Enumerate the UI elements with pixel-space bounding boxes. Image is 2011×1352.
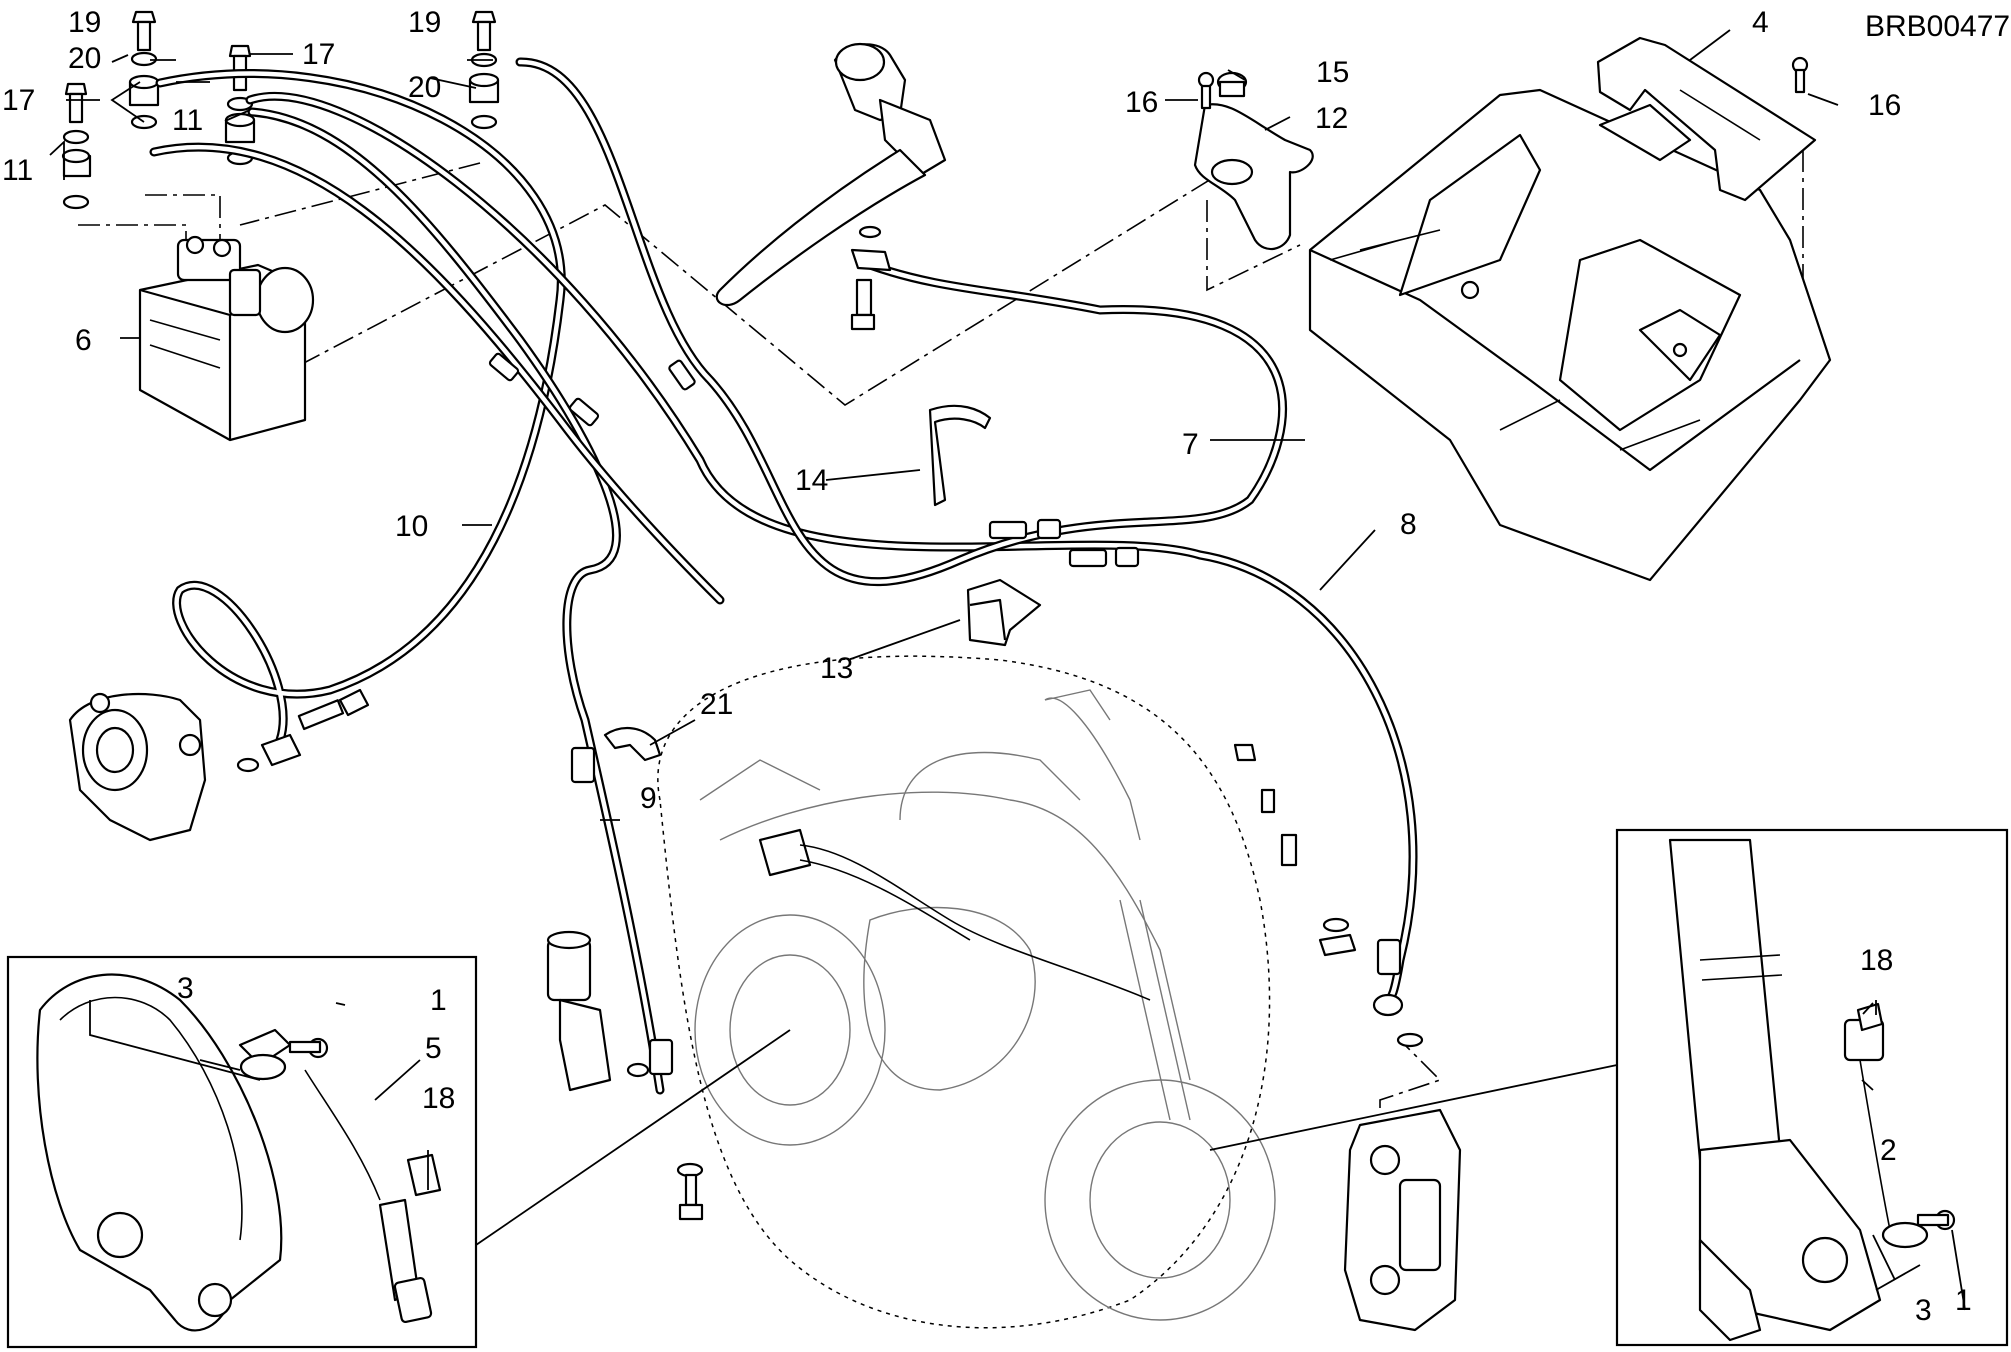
brake-reservoir-bracket: [1193, 71, 1314, 251]
callout-6: 6: [75, 324, 92, 357]
callout-10: 10: [395, 510, 428, 543]
callout-2: 2: [1880, 1134, 1897, 1167]
inset-link-front: [1209, 1064, 1618, 1151]
rear-sensor-detail: [36, 973, 442, 1332]
callout-15: 15: [1316, 56, 1349, 89]
callout-labels: BRB00477 1 1 2 3 3 4 5 6 7 8 9 10 11 11 …: [2, 6, 2010, 1327]
callout-1-front: 1: [1955, 1284, 1972, 1317]
callout-17-mid: 17: [302, 38, 335, 71]
callout-7: 7: [1182, 428, 1199, 461]
callout-18-front: 18: [1860, 944, 1893, 977]
abs-control-unit: [138, 235, 315, 442]
callout-18-rear: 18: [422, 1082, 455, 1115]
brake-hoses: [149, 57, 1418, 1095]
callout-20-left: 20: [68, 42, 101, 75]
rear-master-cylinder: [546, 930, 704, 1221]
diagram-code: BRB00477: [1865, 10, 2010, 43]
callout-11-mid: 11: [172, 104, 203, 137]
callout-3-front: 3: [1915, 1294, 1932, 1327]
callout-17-left: 17: [2, 84, 35, 117]
callout-19-left: 19: [68, 6, 101, 39]
callout-leaders: [49, 29, 1966, 1311]
callout-19-right: 19: [408, 6, 441, 39]
front-brake-caliper: [1343, 1108, 1462, 1332]
callout-12: 12: [1315, 102, 1348, 135]
callout-9: 9: [640, 782, 657, 815]
battery-tray: [1308, 36, 1832, 582]
motorcycle-outline: [694, 689, 1276, 1321]
callout-8: 8: [1400, 508, 1417, 541]
callout-13: 13: [820, 652, 853, 685]
front-brake-lever-assembly: [715, 42, 947, 331]
rear-brake-caliper: [68, 688, 370, 842]
callout-3-rear: 3: [177, 972, 194, 1005]
callout-16-tray: 16: [1868, 89, 1901, 122]
callout-5: 5: [425, 1032, 442, 1065]
front-sensor-detail: [1668, 838, 1956, 1342]
callout-11-left: 11: [2, 154, 33, 187]
front-banjo-fitting: [1233, 743, 1424, 1048]
inset-link-rear: [475, 1029, 791, 1246]
callout-1-rear: 1: [430, 984, 447, 1017]
bike-view-outline: [657, 655, 1271, 1329]
callout-20-right: 20: [408, 71, 441, 104]
callout-16-bracket: 16: [1125, 86, 1158, 119]
callout-14: 14: [795, 464, 828, 497]
callout-4: 4: [1752, 6, 1769, 39]
hose-clips: [603, 404, 1042, 762]
callout-21: 21: [700, 688, 733, 721]
